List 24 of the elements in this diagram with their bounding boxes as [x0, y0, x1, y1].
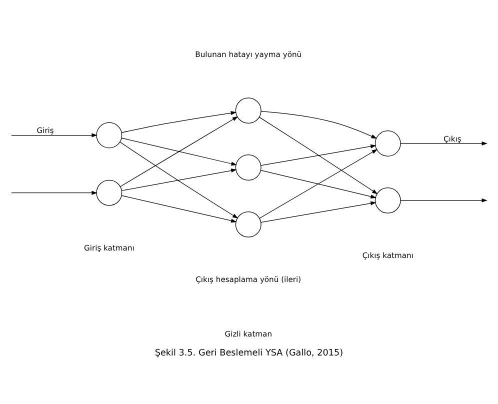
node-circle	[235, 211, 262, 238]
arrow	[260, 170, 376, 198]
arrow	[260, 201, 376, 223]
arrow	[120, 142, 238, 219]
arrow	[11, 190, 98, 195]
arrow	[120, 116, 238, 187]
arrow	[11, 133, 98, 138]
arrow	[400, 141, 488, 146]
arrow	[259, 149, 378, 219]
arrow	[400, 198, 488, 202]
caption: Şekil 3.5. Geri Beslemeli YSA (Gallo, 2015)	[154, 348, 344, 359]
node-circle	[96, 180, 122, 206]
arrow	[260, 111, 377, 139]
node-circle	[374, 130, 401, 156]
arrow	[121, 138, 237, 166]
node-circle	[235, 154, 262, 180]
node-circle	[235, 98, 262, 124]
arrow	[121, 195, 237, 223]
node-circle	[96, 122, 122, 148]
node-circle	[374, 187, 401, 214]
arrow	[260, 144, 376, 166]
arrow	[122, 168, 237, 191]
arrow	[121, 111, 237, 133]
arrow	[259, 116, 378, 194]
